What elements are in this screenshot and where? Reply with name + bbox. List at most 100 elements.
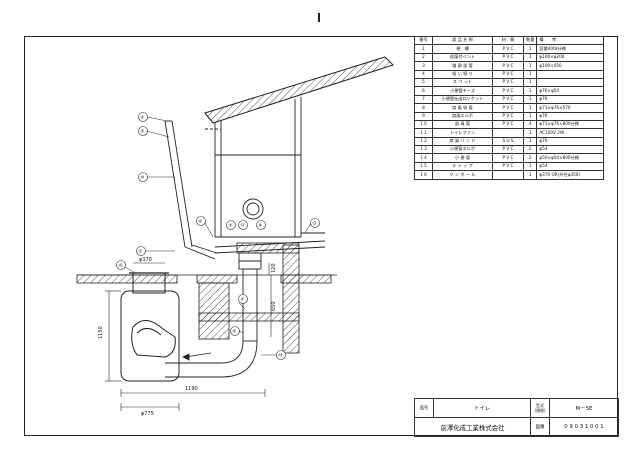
part-remarks: φ54 xyxy=(536,145,605,155)
callout-9: ⑨ xyxy=(259,223,263,228)
part-remarks xyxy=(536,69,605,79)
part-remarks: φ76 xyxy=(536,111,605,121)
part-qty: 1 xyxy=(522,77,538,88)
callout-leaders xyxy=(124,116,312,356)
part-no: 1 6 xyxy=(414,170,433,180)
parts-header-row: 番号 部 品 名 称 材 質 数量 備 考 xyxy=(414,35,605,46)
callout-2: ② xyxy=(141,115,145,120)
part-qty: 1 xyxy=(522,86,538,96)
drop-pipe xyxy=(238,252,262,342)
callout-13: ⑬ xyxy=(313,220,318,227)
dim-fall-120: 120 xyxy=(271,263,277,273)
part-name: 扇風エルボ xyxy=(432,111,493,121)
callout-16: ⑯ xyxy=(119,262,124,269)
header-name: 部 品 名 称 xyxy=(432,35,493,46)
dim-tank-depth: 1190 xyxy=(185,386,198,392)
callout-4: ④ xyxy=(241,297,245,302)
part-no: 2 xyxy=(414,52,433,63)
product-name-value: トイレ xyxy=(433,398,531,418)
part-name: トイレファン xyxy=(432,128,493,138)
dim-fall-650: 650 xyxy=(271,301,277,311)
foundation xyxy=(198,242,300,354)
drawing-sheet: φ370 1150 1190 φ775 650 120 ② ③ ⑩ ⑥ ① ⑯ … xyxy=(24,36,618,436)
callout-bubble xyxy=(196,216,206,226)
underground-pipe xyxy=(165,340,258,378)
part-no: 7 xyxy=(414,94,433,105)
dim-tank-height: 1150 xyxy=(98,326,104,339)
header-remarks: 備 考 xyxy=(536,35,605,46)
part-qty: 1 xyxy=(522,103,538,113)
part-qty: 1 xyxy=(522,94,538,105)
part-qty: 2 xyxy=(522,153,538,163)
part-qty: 4 xyxy=(522,119,538,130)
part-remarks: AC100V 2W xyxy=(536,128,605,138)
part-no: 1 1 xyxy=(414,128,433,138)
part-qty: 1 xyxy=(522,52,538,63)
callouts xyxy=(116,112,320,360)
callout-14: ⑭ xyxy=(279,352,284,359)
header-material: 材 質 xyxy=(492,35,524,46)
part-name: マ ン ホ ー ル xyxy=(432,170,493,180)
callout-12: ⑫ xyxy=(241,222,246,229)
part-remarks: φ76 xyxy=(536,136,605,147)
callout-3: ③ xyxy=(141,129,145,134)
part-remarks: φ76 xyxy=(536,94,605,105)
dimension-lines xyxy=(105,262,272,411)
sheet-top-mark xyxy=(318,13,320,22)
part-name: 扇 風 吸 管 xyxy=(432,103,493,113)
model-value: M－5E xyxy=(549,398,619,418)
part-no: 8 xyxy=(414,103,433,113)
septic-tank xyxy=(120,272,180,382)
header-qty: 数量 xyxy=(522,35,538,46)
part-name: 扇 風 管 xyxy=(432,119,493,130)
callout-bubble xyxy=(256,220,266,230)
part-no: 1 2 xyxy=(414,136,433,147)
part-no: 3 xyxy=(414,61,433,71)
part-qty: 1 xyxy=(522,161,538,172)
part-material: P V C xyxy=(492,52,524,63)
part-material: P V C xyxy=(492,119,524,130)
part-material: P V C xyxy=(492,44,524,54)
building-frame xyxy=(205,97,302,238)
part-name: 小便管エルボ xyxy=(432,145,493,155)
part-name: 扇 風 バ ン ド xyxy=(432,136,493,147)
callout-10: ⑩ xyxy=(141,175,145,180)
part-no: 9 xyxy=(414,111,433,121)
part-remarks: φ100×450 xyxy=(536,61,605,71)
part-no: 1 4 xyxy=(414,153,433,163)
part-qty: 1 xyxy=(522,111,538,121)
callout-7: ⑦ xyxy=(229,223,233,228)
callout-5: ⑤ xyxy=(233,329,237,334)
part-name: 便 槽 xyxy=(432,44,493,54)
part-name: ス ペ ット xyxy=(432,77,493,88)
part-remarks: φ50×φ54×800仕様 xyxy=(536,153,605,163)
drawing-no-label: 図番 xyxy=(530,417,550,437)
callout-bubble xyxy=(238,220,248,230)
toilet-installation-drawing: φ370 1150 1190 φ775 650 120 ② ③ ⑩ ⑥ ① ⑯ … xyxy=(76,56,394,417)
part-no: 1 3 xyxy=(414,145,433,155)
callout-1: ① xyxy=(139,249,143,254)
part-material: P V C xyxy=(492,61,524,71)
part-material: P V C xyxy=(492,86,524,96)
callout-bubble xyxy=(310,218,320,228)
part-no: 6 xyxy=(414,86,433,96)
part-qty: 1 xyxy=(522,44,538,54)
part-name: キ ャ ッ プ xyxy=(432,161,493,172)
part-qty: 2 xyxy=(522,145,538,155)
part-remarks: φ54 xyxy=(536,161,605,172)
callout-bubble xyxy=(226,220,236,230)
title-row-1: 品名 トイレ 型式(規格) M－5E xyxy=(414,398,619,418)
dim-manhole-dia: φ370 xyxy=(139,257,152,263)
part-material: P V C xyxy=(492,69,524,79)
